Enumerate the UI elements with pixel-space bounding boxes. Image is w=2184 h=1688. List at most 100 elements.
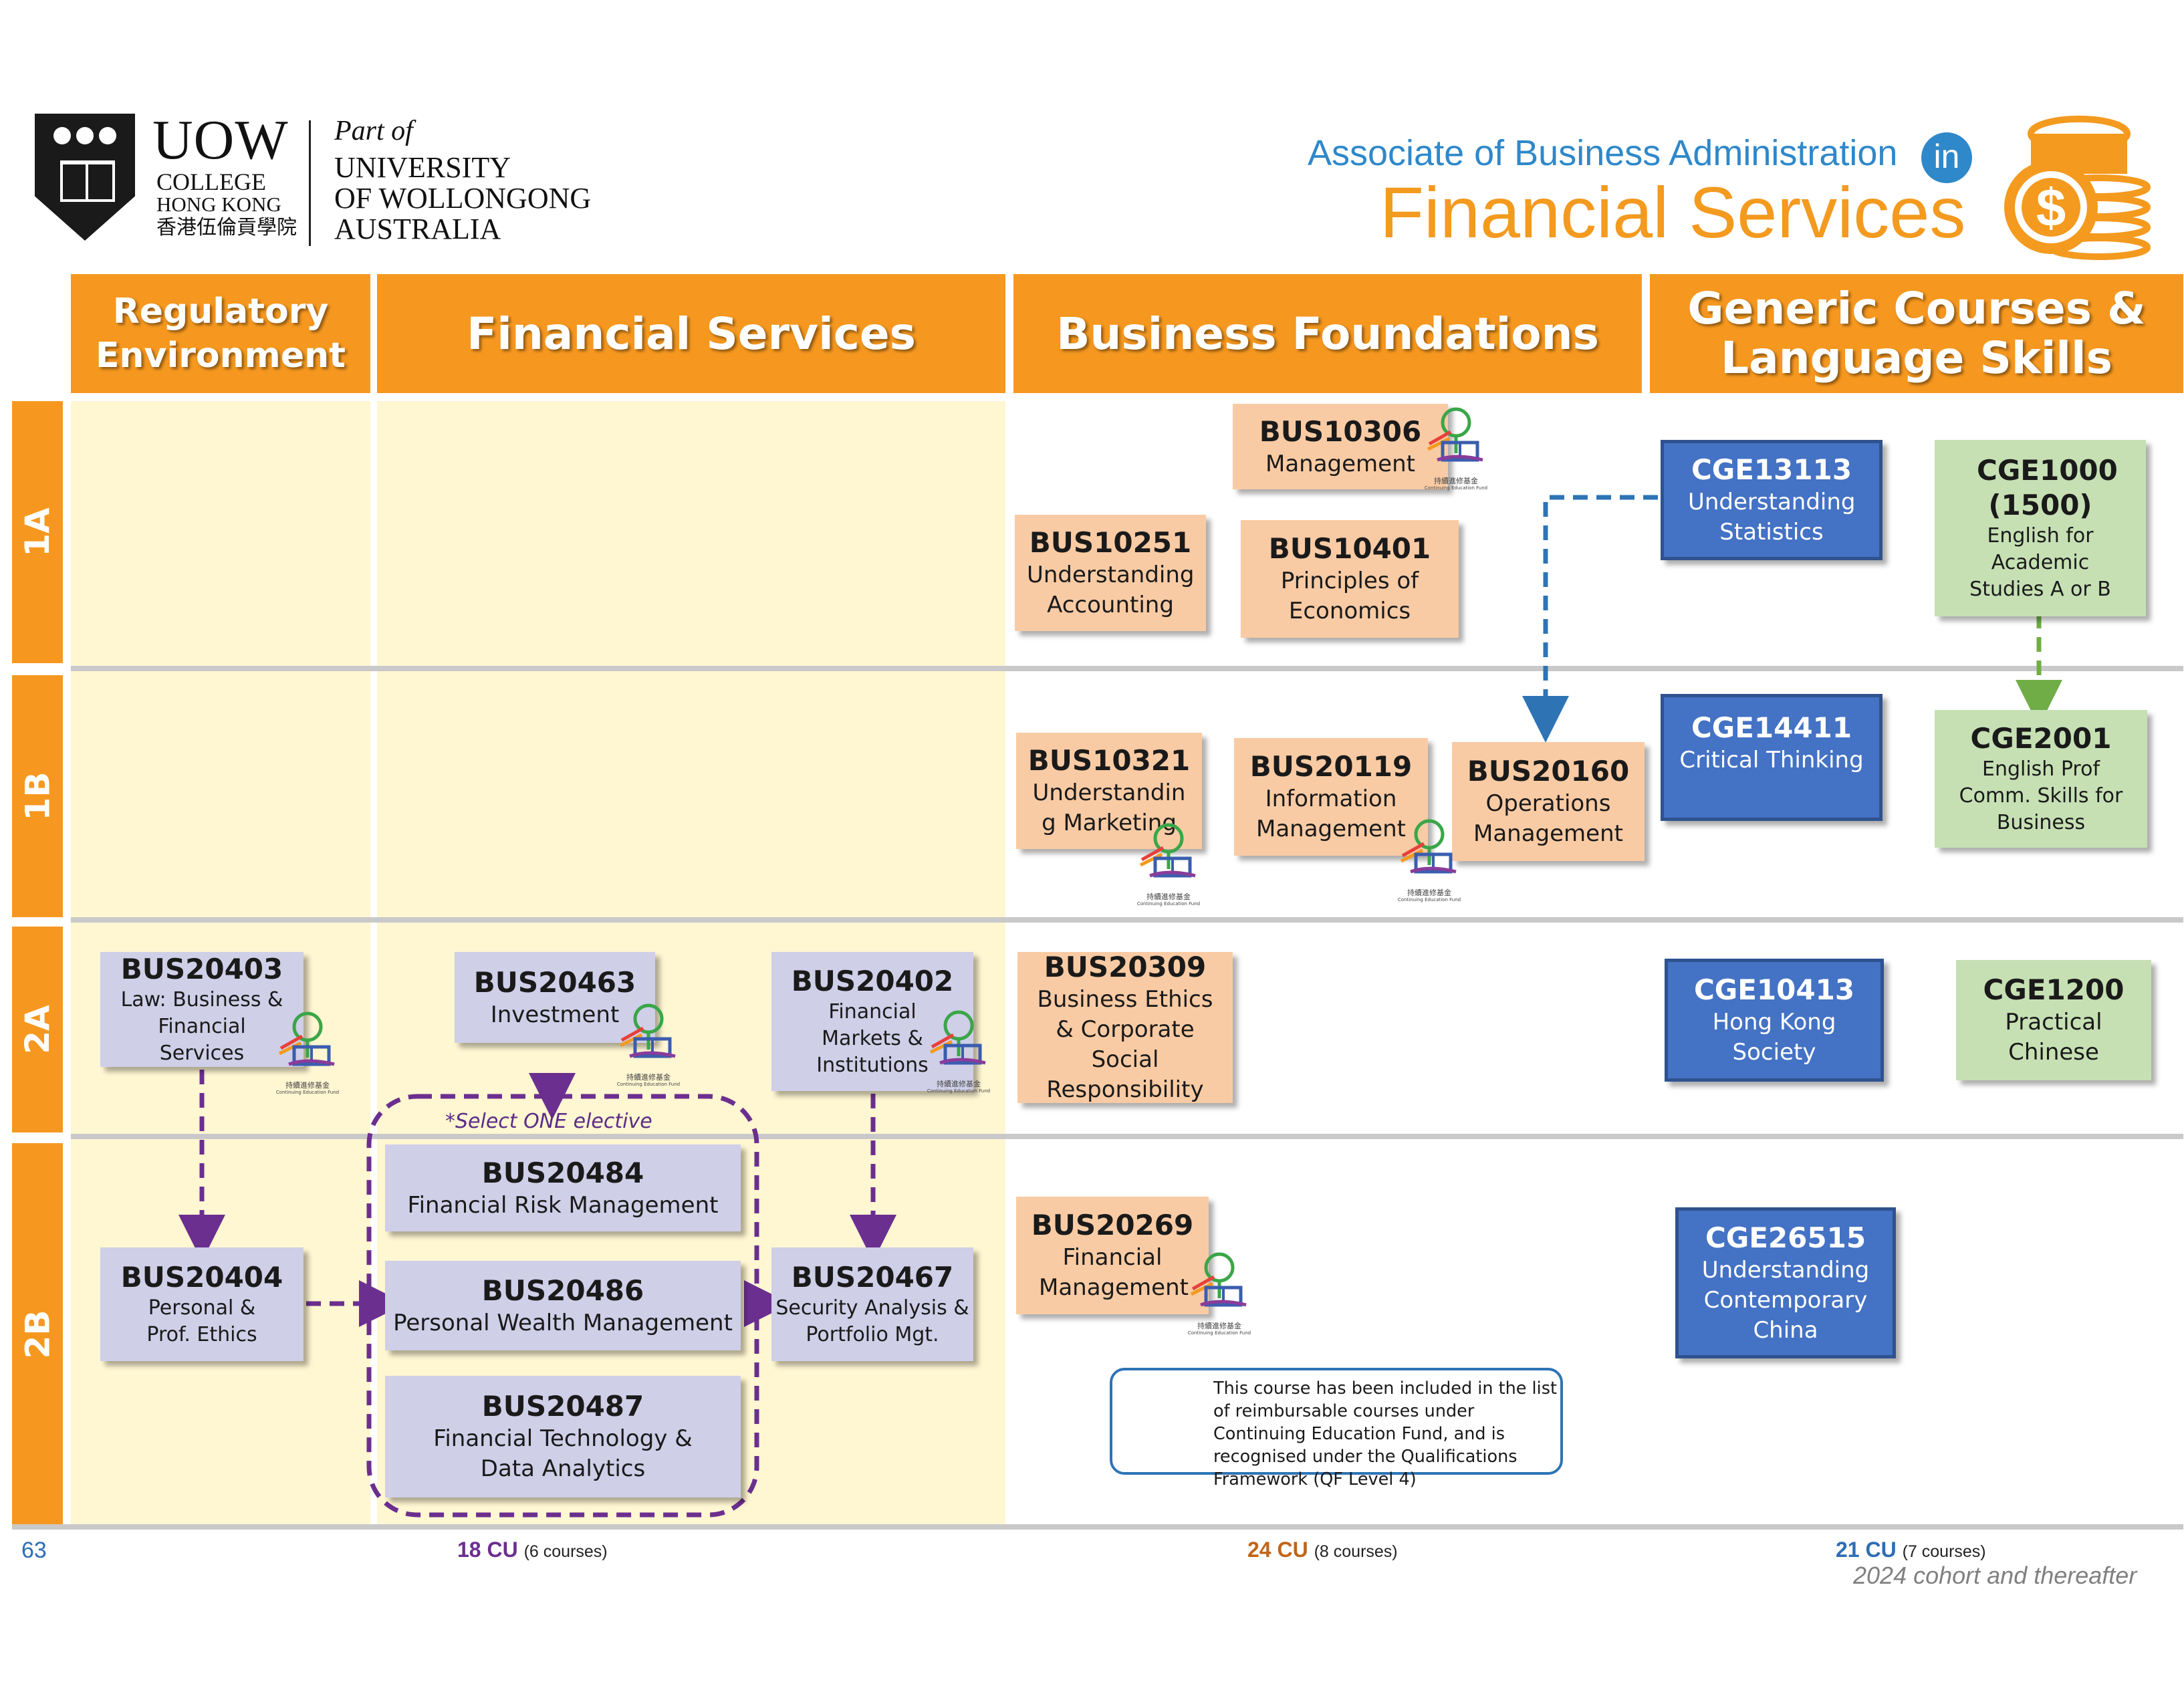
course-title: English Prof Comm. Skills for Business — [1959, 757, 2123, 834]
course-cge1000[interactable]: CGE1000 (1500) English for Academic Stud… — [1935, 440, 2146, 616]
course-title: Practical Chinese — [2005, 1009, 2102, 1066]
row-label-1b: 1B — [12, 675, 63, 917]
course-bus20463[interactable]: BUS20463 Investment — [455, 952, 655, 1043]
course-bus10321[interactable]: BUS10321 Understandin g Marketing — [1016, 733, 1202, 849]
row-separator — [71, 666, 2183, 671]
course-title: Understanding Accounting — [1027, 562, 1195, 618]
course-title: Personal & Prof. Ethics — [146, 1296, 257, 1346]
course-code: CGE10413 — [1693, 973, 1855, 1006]
flower-icon — [99, 127, 116, 144]
course-code: BUS20309 — [1044, 951, 1207, 983]
course-code: BUS10251 — [1029, 526, 1192, 559]
column-header-generic-courses: Generic Courses & Language Skills — [1650, 274, 2183, 393]
course-code: BUS20486 — [481, 1274, 644, 1307]
course-cge10413[interactable]: CGE10413 Hong Kong Society — [1665, 959, 1884, 1082]
course-code: CGE13113 — [1691, 453, 1852, 486]
course-bus20269[interactable]: BUS20269 Financial Management — [1016, 1197, 1209, 1314]
logo-divider — [309, 120, 311, 246]
course-bus10401[interactable]: BUS10401 Principles of Economics — [1241, 520, 1459, 638]
course-cge26515[interactable]: CGE26515 Understanding Contemporary Chin… — [1675, 1207, 1896, 1358]
credit-units: 21 CU — [1836, 1538, 1897, 1562]
credit-units: 18 CU — [457, 1538, 518, 1562]
course-title: Investment — [490, 1001, 620, 1028]
course-code: BUS20160 — [1467, 755, 1630, 788]
credit-units: 24 CU — [1247, 1538, 1308, 1562]
course-bus20119[interactable]: BUS20119 Information Management — [1234, 738, 1428, 856]
cef-icon-caption: 持續進修基金 — [626, 1073, 671, 1082]
program-title: Financial Services — [1380, 172, 1966, 253]
cef-icon-caption-en: Continuing Education Fund — [927, 1088, 991, 1094]
course-bus20467[interactable]: BUS20467 Security Analysis & Portfolio M… — [771, 1247, 973, 1361]
cef-icon-caption-en: Continuing Education Fund — [1424, 485, 1488, 491]
cef-icon-caption-en: Continuing Education Fund — [1397, 897, 1461, 902]
cef-icon-caption-en: Continuing Education Fund — [616, 1082, 681, 1087]
course-bus20404[interactable]: BUS20404 Personal & Prof. Ethics — [100, 1247, 304, 1361]
course-bus20487[interactable]: BUS20487 Financial Technology & Data Ana… — [385, 1376, 741, 1497]
row-separator — [71, 1134, 2183, 1139]
course-code: BUS20404 — [120, 1261, 283, 1294]
course-cge14411[interactable]: CGE14411 Critical Thinking — [1661, 694, 1883, 821]
total-financial-services: 18 CU (6 courses) — [457, 1538, 608, 1562]
course-code: CGE1200 — [1983, 973, 2125, 1006]
course-cge1200[interactable]: CGE1200 Practical Chinese — [1956, 960, 2151, 1080]
program-prefix: Associate of Business Administration — [1308, 133, 1898, 173]
hong-kong-wordmark: HONG KONG — [156, 193, 281, 216]
course-title: Understandin g Marketing — [1032, 779, 1186, 836]
course-bus20309[interactable]: BUS20309 Business Ethics & Corporate Soc… — [1017, 951, 1233, 1103]
course-title: Information Management — [1256, 786, 1406, 842]
flower-icon — [53, 127, 71, 144]
course-bus10306[interactable]: BUS10306 Management — [1233, 404, 1448, 489]
uow-wordmark: UOW — [152, 109, 289, 171]
course-cge2001[interactable]: CGE2001 English Prof Comm. Skills for Bu… — [1935, 710, 2147, 848]
course-title: Business Ethics & Corporate Social Respo… — [1037, 986, 1213, 1103]
course-code: BUS10306 — [1259, 414, 1422, 448]
svg-text:$: $ — [2036, 178, 2066, 237]
course-code: CGE1000 (1500) — [1977, 454, 2118, 521]
course-code: BUS10401 — [1268, 532, 1431, 565]
cef-icon-caption: 持續進修基金 — [1197, 1322, 1241, 1330]
course-bus20484[interactable]: BUS20484 Financial Risk Management — [385, 1144, 741, 1231]
cef-icon-caption: 持續進修基金 — [285, 1081, 330, 1090]
course-code: CGE14411 — [1691, 711, 1852, 744]
total-generic-courses: 21 CU (7 courses) — [1836, 1538, 1986, 1562]
course-code: CGE2001 — [1970, 722, 2112, 755]
course-code: BUS20487 — [481, 1390, 644, 1423]
row-label-2b: 2B — [12, 1143, 63, 1526]
column-header-business-foundations: Business Foundations — [1013, 274, 1642, 393]
course-bus20486[interactable]: BUS20486 Personal Wealth Management — [385, 1261, 741, 1350]
university-line: OF WOLLONGONG — [334, 182, 592, 215]
row-label-2a: 2A — [12, 927, 63, 1132]
flower-icon — [76, 127, 94, 144]
coins-dollar-icon: $ — [2004, 116, 2151, 260]
course-title: Financial Risk Management — [407, 1191, 719, 1219]
row-separator — [71, 917, 2183, 923]
cef-note-text: This course has been included in the lis… — [1213, 1378, 1558, 1489]
course-title: Financial Markets & Institutions — [816, 1000, 929, 1077]
cef-icon-caption: 持續進修基金 — [1146, 892, 1191, 901]
course-code: BUS20119 — [1249, 750, 1413, 783]
course-bus10251[interactable]: BUS10251 Understanding Accounting — [1015, 515, 1206, 631]
course-code: BUS20402 — [791, 965, 954, 997]
course-bus20402[interactable]: BUS20402 Financial Markets & Institution… — [771, 952, 973, 1091]
university-line: UNIVERSITY — [334, 151, 511, 184]
course-title: Principles of Economics — [1280, 568, 1419, 624]
course-code: BUS20467 — [791, 1261, 954, 1294]
page-number: 63 — [21, 1538, 47, 1563]
course-code: BUS20269 — [1031, 1209, 1194, 1241]
course-bus20403[interactable]: BUS20403 Law: Business & Financial Servi… — [100, 952, 304, 1067]
column-header-financial-services: Financial Services — [377, 274, 1005, 393]
course-title: Security Analysis & Portfolio Mgt. — [775, 1296, 969, 1346]
course-code: BUS10321 — [1027, 744, 1191, 777]
course-cge13113[interactable]: CGE13113 Understanding Statistics — [1661, 440, 1883, 560]
course-code: CGE26515 — [1705, 1221, 1866, 1254]
course-bus20160[interactable]: BUS20160 Operations Management — [1452, 742, 1645, 861]
university-line: AUSTRALIA — [334, 213, 501, 245]
course-code: BUS20463 — [473, 965, 636, 999]
course-title: Critical Thinking — [1679, 747, 1864, 773]
university-name: UNIVERSITY OF WOLLONGONG AUSTRALIA — [334, 152, 682, 245]
